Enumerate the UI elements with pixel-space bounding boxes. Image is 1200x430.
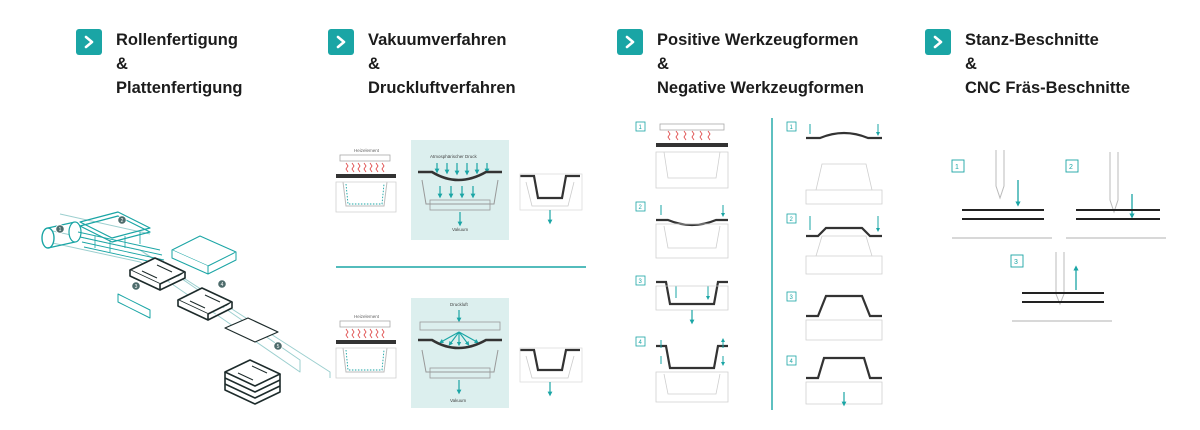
step-1: 1 [790, 125, 794, 131]
heading-line-3: Plattenfertigung [116, 79, 243, 97]
heading-line-3: Negative Werkzeugformen [657, 79, 864, 97]
heater-frame [79, 211, 151, 252]
step-2: 2 [790, 217, 794, 223]
step-4: 4 [790, 359, 794, 365]
chevron-right-icon [617, 29, 643, 55]
heading-text: Positive Werkzeugformen & Negative Werkz… [657, 28, 864, 100]
heater-label: Heizelement [354, 148, 380, 153]
vacuum-label: Vakuum [450, 398, 466, 403]
heading-line-2: & [368, 55, 380, 73]
pressure-process: Heizelement Druckluft Vakuum [335, 298, 583, 408]
heading-text: Stanz-Beschnitte & CNC Fräs-Beschnitte [965, 28, 1130, 100]
vacuum-label: Vakuum [452, 227, 468, 232]
chevron-right-icon [925, 29, 951, 55]
step-1: 1 [955, 164, 959, 171]
vacuum-process: Heizelement Atmosphärischer Druck Vakuum [335, 140, 583, 240]
heading-line-3: Druckluftverfahren [368, 79, 516, 97]
heater-label: Heizelement [354, 314, 380, 319]
heading-line-2: & [965, 55, 977, 73]
step-2: 2 [1069, 164, 1073, 171]
roll-production-illustration: 1 2 3 4 5 [41, 211, 331, 405]
heading-line-1: Vakuumverfahren [368, 31, 507, 49]
header-beschnitte: Stanz-Beschnitte & CNC Fräs-Beschnitte [925, 28, 1130, 100]
heading-line-2: & [657, 55, 669, 73]
header-vakuumverfahren: Vakuumverfahren & Druckluftverfahren [328, 28, 516, 100]
heading-text: Rollenfertigung & Plattenfertigung [116, 28, 243, 100]
roll-badges: 1 2 3 4 5 [55, 215, 283, 351]
heading-line-2: & [116, 55, 128, 73]
badge-3: 3 [135, 284, 138, 290]
forming-tool-1 [129, 257, 186, 291]
badge-4: 4 [221, 282, 224, 288]
header-werkzeugformen: Positive Werkzeugformen & Negative Werkz… [617, 28, 864, 100]
badge-1: 1 [59, 227, 62, 233]
heading-line-3: CNC Fräs-Beschnitte [965, 79, 1131, 97]
forming-tool-2 [177, 287, 233, 321]
chevron-right-icon [76, 29, 102, 55]
atmospheric-pressure-label: Atmosphärischer Druck [430, 154, 478, 159]
step-3: 3 [790, 295, 794, 301]
step-1: 1 [639, 125, 643, 131]
step-2: 2 [639, 205, 643, 211]
stacked-trays [224, 359, 281, 405]
badge-5: 5 [277, 344, 280, 350]
flat-sheet [224, 317, 279, 343]
heading-line-1: Stanz-Beschnitte [965, 31, 1099, 49]
step-3: 3 [1014, 259, 1018, 266]
compressed-air-label: Druckluft [450, 302, 469, 307]
badge-2: 2 [121, 218, 124, 224]
trimming-diagrams: 1 2 3 [951, 150, 1166, 322]
heading-text: Vakuumverfahren & Druckluftverfahren [368, 28, 516, 100]
mold-outline [171, 235, 237, 275]
material-roll [41, 221, 82, 249]
header-rollenfertigung: Rollenfertigung & Plattenfertigung [76, 28, 243, 100]
negative-tooling: 1 2 3 4 [786, 121, 883, 407]
positive-tooling: 1 2 3 4 [635, 121, 729, 403]
step-4: 4 [639, 340, 643, 346]
heading-line-1: Rollenfertigung [116, 31, 238, 49]
step-3: 3 [639, 279, 643, 285]
chevron-right-icon [328, 29, 354, 55]
heading-line-1: Positive Werkzeugformen [657, 31, 859, 49]
